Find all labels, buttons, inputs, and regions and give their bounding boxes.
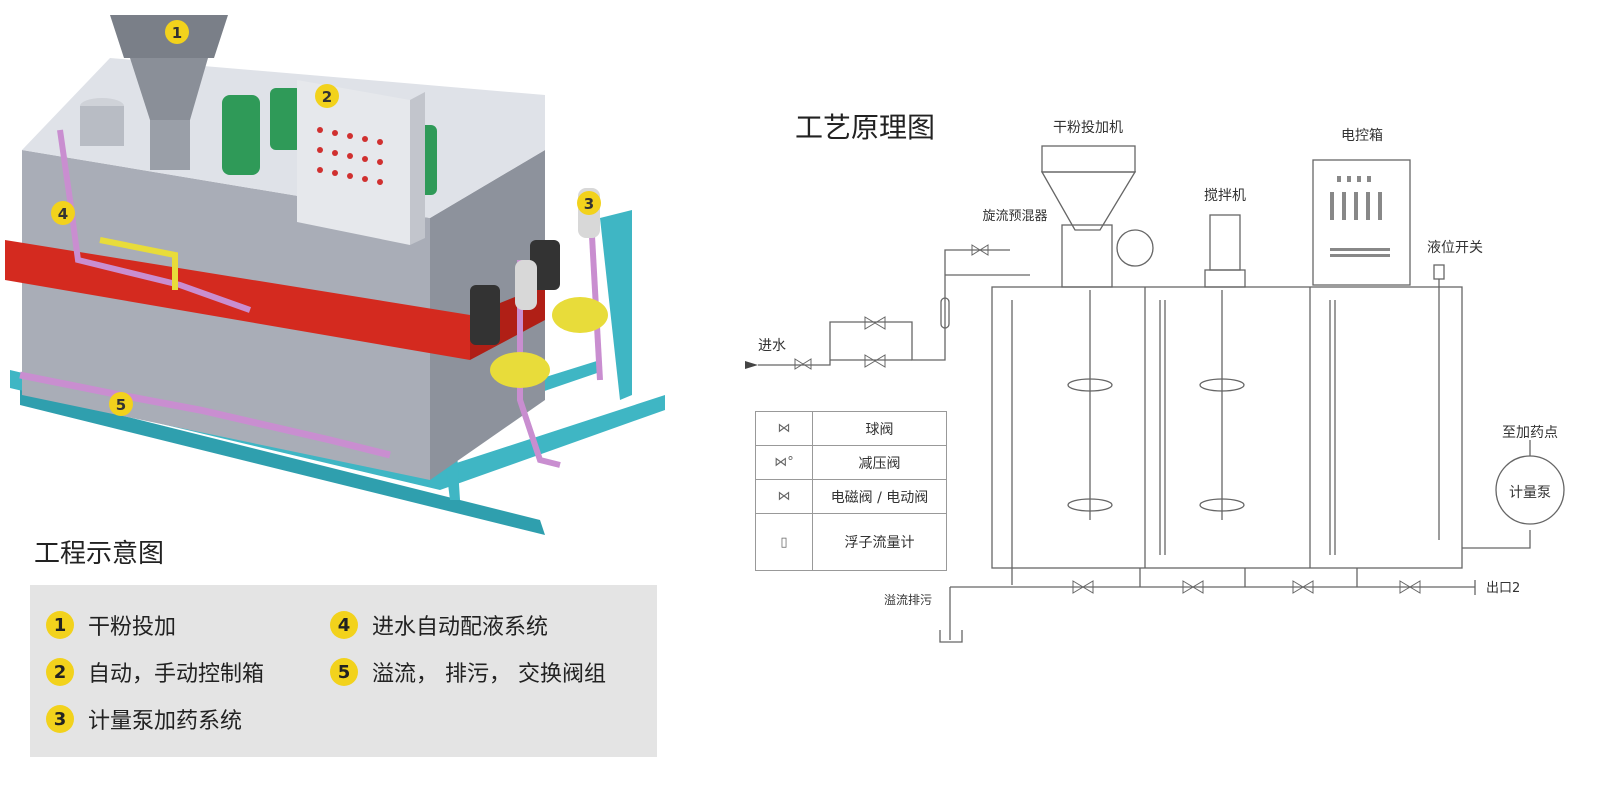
equipment-rendering: 1 2 3 4 5 <box>5 15 665 535</box>
base-frame <box>10 370 665 490</box>
process-schematic: 干粉投加机 电控箱 搅拌机 旋流预混器 液位开关 进水 至加药点 计量泵 溢流排… <box>745 120 1565 643</box>
mixer-motor <box>1209 214 1241 271</box>
ball-valve-icon: ⋈ <box>755 411 813 446</box>
tank-outline <box>991 286 1463 569</box>
label-outlet: 出口2 <box>1486 581 1520 596</box>
label-to-dosing-point: 至加药点 <box>1502 425 1558 441</box>
callout-5: 5 <box>109 392 133 416</box>
svg-text:5: 5 <box>116 396 126 414</box>
flowmeter <box>940 297 950 329</box>
callout-2: 2 <box>315 84 339 108</box>
label-dry-powder-feeder: 干粉投加机 <box>1053 120 1123 136</box>
metering-pump <box>470 285 500 345</box>
drain-pipe <box>19 371 391 459</box>
label-control-box: 电控箱 <box>1341 128 1383 144</box>
label-mixer: 搅拌机 <box>1204 188 1246 204</box>
callout-1: 1 <box>165 20 189 44</box>
svg-text:3: 3 <box>584 195 594 213</box>
solenoid-valve-icon: ⋈ <box>755 479 813 514</box>
svg-text:4: 4 <box>58 205 68 223</box>
inlet-arrow <box>745 361 758 369</box>
svg-text:1: 1 <box>172 24 182 42</box>
inlet-pipe <box>57 129 252 313</box>
motor <box>222 95 260 175</box>
callout-4: 4 <box>51 201 75 225</box>
callout-3: 3 <box>577 191 601 215</box>
svg-text:2: 2 <box>322 88 332 106</box>
valve-icon <box>794 244 1421 594</box>
pump-frame <box>600 210 632 400</box>
label-level-switch: 液位开关 <box>1427 240 1483 256</box>
symbol-legend: ⋈球阀 ⋈°减压阀 ⋈电磁阀 / 电动阀 ▯浮子流量计 <box>755 411 947 571</box>
label-overflow-drain: 溢流排污 <box>884 593 932 607</box>
label-premixer: 旋流预混器 <box>982 209 1047 224</box>
engineering-diagram-title: 工程示意图 <box>34 539 165 569</box>
control-box <box>297 80 410 245</box>
label-water-in: 进水 <box>758 338 786 354</box>
control-box-schematic <box>1312 159 1411 286</box>
float-flowmeter-icon: ▯ <box>755 513 813 571</box>
hopper-schematic <box>1041 145 1136 173</box>
process-diagram-title: 工艺原理图 <box>795 111 936 144</box>
label-metering-pump: 计量泵 <box>1509 485 1551 501</box>
pressure-reducing-valve-icon: ⋈° <box>755 445 813 480</box>
